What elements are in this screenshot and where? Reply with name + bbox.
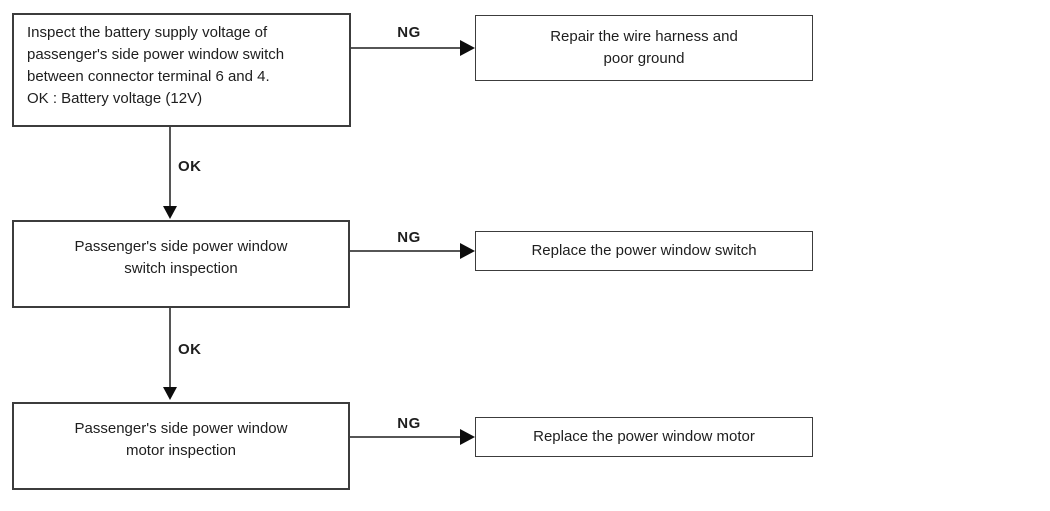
result-text-replace-motor: Replace the power window motor: [533, 428, 755, 445]
arrowhead-down-icon: [163, 206, 177, 219]
step-box-switch-inspection: Passenger's side power window switch ins…: [12, 220, 350, 308]
step-text-switch-inspection: Passenger's side power window switch ins…: [74, 238, 288, 277]
ng-label-3: NG: [397, 415, 421, 432]
step-text-battery-voltage: Inspect the battery supply voltage of pa…: [27, 24, 285, 107]
result-text-repair-harness: Repair the wire harness and poor ground: [550, 28, 738, 67]
result-box-repair-harness: Repair the wire harness and poor ground: [475, 15, 813, 81]
step-box-motor-inspection: Passenger's side power window motor insp…: [12, 402, 350, 490]
ok-connector-line-2: [169, 308, 171, 388]
ok-label-2: OK: [178, 341, 202, 358]
ng-connector-line-1: [351, 47, 461, 49]
ng-connector-line-2: [350, 250, 461, 252]
ng-connector-line-3: [350, 436, 461, 438]
ng-label-1: NG: [397, 24, 421, 41]
step-box-battery-voltage-inspection: Inspect the battery supply voltage of pa…: [12, 13, 351, 127]
result-box-replace-motor: Replace the power window motor: [475, 417, 813, 457]
ng-label-2: NG: [397, 229, 421, 246]
arrowhead-right-icon: [460, 40, 475, 56]
arrowhead-right-icon: [460, 429, 475, 445]
result-text-replace-switch: Replace the power window switch: [531, 242, 757, 259]
step-text-motor-inspection: Passenger's side power window motor insp…: [74, 420, 288, 459]
ok-label-1: OK: [178, 158, 202, 175]
ok-connector-line-1: [169, 127, 171, 207]
result-box-replace-switch: Replace the power window switch: [475, 231, 813, 271]
arrowhead-right-icon: [460, 243, 475, 259]
arrowhead-down-icon: [163, 387, 177, 400]
